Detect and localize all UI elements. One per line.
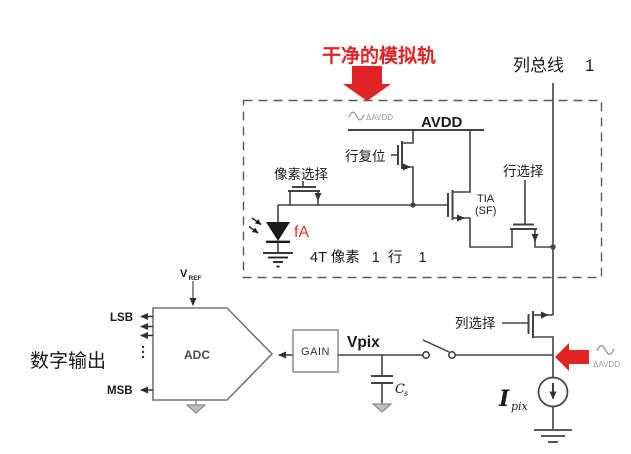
pixel-select-label: 像素选择: [274, 167, 328, 182]
photodiode-ground-icon: [263, 252, 293, 268]
lsb-label: LSB: [110, 312, 133, 324]
row-select-transistor: [510, 180, 553, 248]
ipix-label-sub: pix: [511, 400, 529, 413]
ipix-label-main: I: [498, 386, 510, 412]
sine-icon-right: [596, 345, 615, 355]
delta-avdd-top-label: ΔAVDD: [366, 113, 393, 122]
cs-label-main: C: [395, 382, 405, 397]
column-bus-index: 1: [585, 56, 594, 75]
adc-body: [152, 307, 274, 401]
column-bus-label: 列总线: [513, 56, 564, 75]
vpix-label: Vpix: [347, 334, 380, 351]
ipix-ground-icon: [534, 429, 572, 443]
pixel-box-border: [242, 99, 603, 279]
tia-transistor: [447, 130, 513, 248]
column-select-transistor: [502, 311, 554, 378]
pixel-caption: 4T 像素 1 行 1: [310, 249, 427, 266]
fd-node-dot: [410, 202, 416, 208]
photodiode: [248, 205, 293, 268]
clean-rail-label: 干净的模拟轨: [322, 44, 436, 67]
adc-dots: [141, 345, 145, 359]
adc-label: ADC: [184, 348, 210, 362]
sine-icon: [348, 111, 365, 121]
delta-avdd-right-label: ΔAVDD: [593, 360, 620, 369]
pixel-select-transistor: [288, 181, 322, 205]
column-select-label: 列选择: [455, 316, 496, 331]
red-left-arrow: [555, 343, 589, 371]
sample-switch: [422, 339, 456, 359]
gain-label: GAIN: [301, 346, 330, 358]
vref-label-main: V: [180, 268, 188, 280]
row-reset-transistor: [391, 130, 414, 205]
photocurrent-label: fA: [294, 224, 309, 241]
red-down-arrow: [343, 66, 391, 101]
cap-ground-icon: [371, 403, 393, 413]
row-reset-label: 行复位: [345, 148, 386, 164]
vref-label-sub: REF: [189, 275, 202, 282]
light-arrows-icon: [248, 217, 262, 234]
current-source: [534, 376, 572, 443]
avdd-label: AVDD: [421, 114, 463, 131]
adc-output-arrows: [140, 313, 153, 394]
adc-ground-icon: [185, 400, 207, 414]
digital-output-label: 数字输出: [30, 350, 106, 372]
msb-label: MSB: [107, 385, 133, 397]
cs-label-sub: s: [404, 389, 408, 398]
sampling-capacitor: [371, 355, 393, 404]
tia-label-2: (SF): [475, 205, 496, 217]
row-select-label: 行选择: [503, 164, 544, 179]
tia-label-1: TIA: [477, 193, 495, 205]
gain-box: [292, 329, 339, 373]
